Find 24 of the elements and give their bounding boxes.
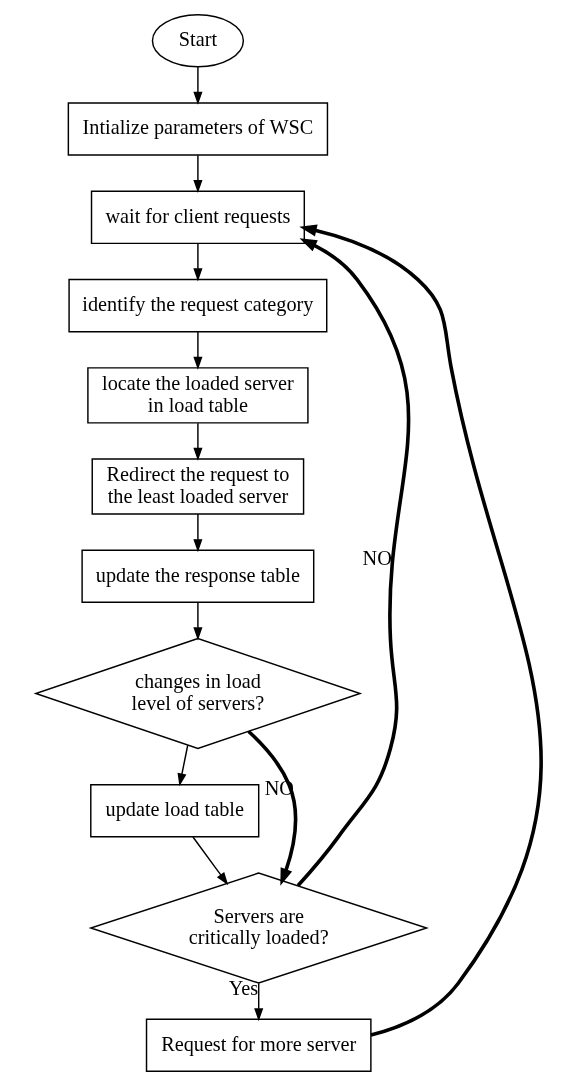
arrow: [298, 224, 542, 1037]
node-ellipse: Start: [151, 13, 244, 68]
node-box: locate the loaded server in load table: [86, 367, 309, 424]
arrow: [191, 836, 228, 886]
node-box: wait for client requests: [90, 190, 305, 245]
node-box: update load table: [89, 784, 259, 838]
arrow: [192, 154, 202, 194]
arrow: [246, 730, 297, 886]
node-box: Redirect the request to the least loaded server: [91, 458, 304, 515]
node-box: Request for more server: [145, 1018, 372, 1073]
arrow: [177, 744, 188, 787]
arrow: [192, 66, 202, 105]
arrow: [192, 242, 202, 282]
node-box: update the response table: [80, 549, 314, 604]
arrow: [296, 238, 410, 887]
edge-label: NO: [362, 546, 392, 569]
arrow: [192, 513, 202, 553]
arrow: [192, 601, 202, 641]
node-diamond: changes in load level of servers?: [33, 637, 362, 750]
arrow: [192, 331, 202, 370]
node-box: Intialize parameters of WSC: [67, 102, 328, 156]
arrow: [192, 422, 202, 461]
node-box: identify the request category: [67, 278, 327, 333]
arrow: [253, 982, 263, 1022]
